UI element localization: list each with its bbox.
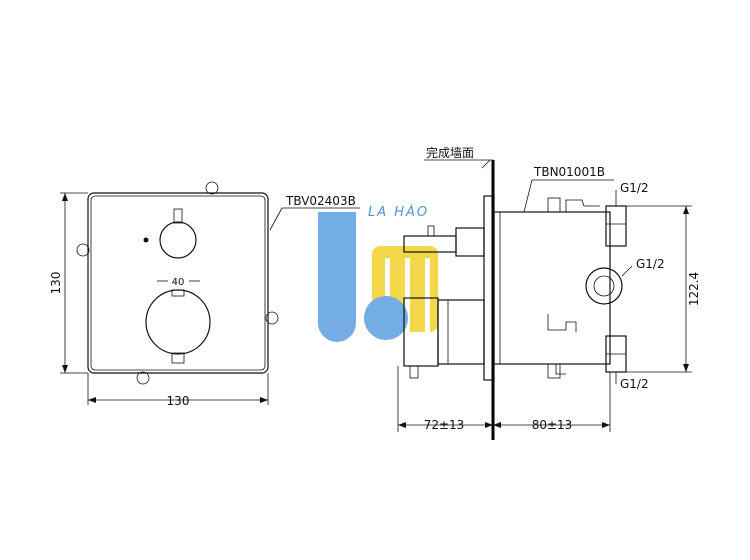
wall-label: 完成墙面	[426, 145, 474, 160]
port-middle-icon	[585, 267, 623, 305]
mounting-lug-left	[76, 243, 90, 257]
thermostat-top-tab	[171, 289, 185, 297]
mounting-lug-right	[265, 311, 279, 325]
cover-plate-outline	[87, 192, 269, 374]
valve-body	[493, 211, 611, 365]
watermark-logo: LA HÀO	[318, 204, 438, 342]
port-top-label: G1/2	[620, 181, 649, 195]
temperature-scale-label: 40	[172, 277, 185, 288]
diverter-handle-icon	[159, 221, 197, 259]
indicator-dot-icon	[143, 237, 149, 243]
port-bottom-label: G1/2	[620, 377, 649, 391]
front-height-dim: 130	[49, 272, 63, 295]
front-view: 40 130 130 TBV02403B	[49, 181, 360, 408]
body-model-label: TBN01001B	[533, 165, 605, 179]
depth-front-dim: 72±13	[424, 418, 465, 432]
cover-plate-inner-edge	[90, 195, 266, 371]
thermostat-shaft-side	[437, 299, 485, 365]
side-view: 完成墙面 G1/2 G1/2 G1/2	[397, 145, 701, 440]
front-model-label: TBV02403B	[285, 194, 356, 208]
mounting-lug-bottom	[136, 371, 150, 385]
front-width-dim: 130	[167, 394, 190, 408]
mounting-lug-top	[205, 181, 219, 195]
depth-back-dim: 80±13	[532, 418, 573, 432]
diverter-handle-side	[455, 227, 485, 257]
watermark-text: LA HÀO	[368, 204, 429, 220]
thermostat-bottom-lever	[171, 352, 185, 364]
diverter-lever	[173, 208, 183, 224]
body-model-leader	[523, 179, 533, 213]
port-mid-label: G1/2	[636, 257, 665, 271]
side-height-dim: 122.4	[687, 272, 701, 306]
thermostat-handle-icon	[145, 289, 211, 355]
front-model-leader	[269, 207, 283, 231]
